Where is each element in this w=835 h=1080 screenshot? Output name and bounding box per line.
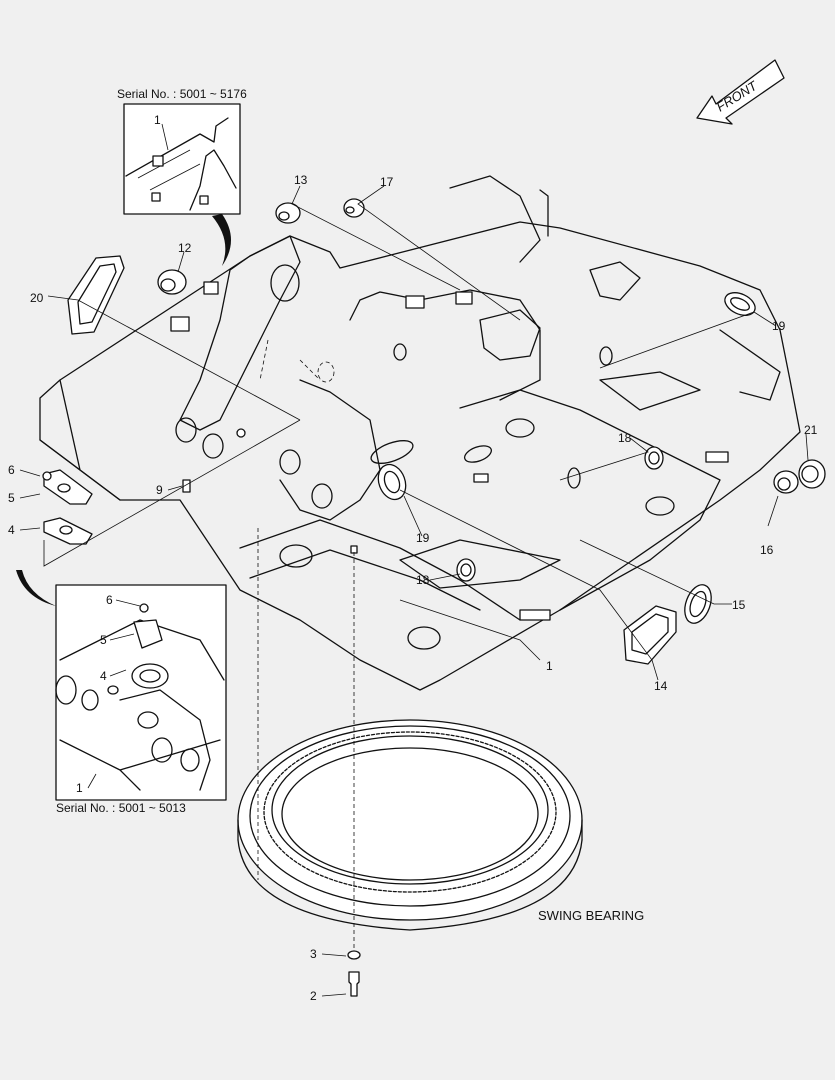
- callout-6-inset: 6: [106, 593, 113, 607]
- callout-15: 15: [732, 598, 746, 612]
- callout-17: 17: [380, 175, 394, 189]
- callout-12: 12: [178, 241, 192, 255]
- callout-6: 6: [8, 463, 15, 477]
- upper-frame: [39, 175, 801, 691]
- callout-1-main: 1: [546, 659, 553, 673]
- inset-top: Serial No. : 5001 ~ 5176 1: [117, 87, 247, 266]
- callout-16: 16: [760, 543, 774, 557]
- callout-18-center: 18: [416, 573, 430, 587]
- callout-19-right: 19: [772, 319, 786, 333]
- swing-bearing-label: SWING BEARING: [538, 908, 644, 923]
- callout-4-inset: 4: [100, 669, 107, 683]
- callout-21: 21: [804, 423, 818, 437]
- callout-18-right: 18: [618, 431, 632, 445]
- callout-5: 5: [8, 491, 15, 505]
- inset-bottom: 1 6 5 4 Serial No. : 5001 ~ 5013: [16, 570, 227, 815]
- callout-3: 3: [310, 947, 317, 961]
- callout-20: 20: [30, 291, 44, 305]
- callout-2: 2: [310, 989, 317, 1003]
- callout-5-inset: 5: [100, 633, 107, 647]
- callout-9: 9: [156, 483, 163, 497]
- callout-14: 14: [654, 679, 668, 693]
- callout-1-inset-top: 1: [154, 113, 161, 127]
- front-arrow: FRONT: [696, 59, 785, 125]
- callout-13: 13: [294, 173, 308, 187]
- bolts: [257, 528, 361, 997]
- seal-parts: [42, 198, 826, 665]
- swing-bearing: SWING BEARING: [237, 719, 644, 931]
- callout-19-center: 19: [416, 531, 430, 545]
- leader-lines: [19, 185, 809, 997]
- callout-1-inset-bottom: 1: [76, 781, 83, 795]
- callout-labels: 20 12 13 17 19 21 18 16 15 14 19 18 1 6 …: [8, 173, 818, 1003]
- serial-bottom-label: Serial No. : 5001 ~ 5013: [56, 801, 186, 815]
- callout-4: 4: [8, 523, 15, 537]
- serial-top-label: Serial No. : 5001 ~ 5176: [117, 87, 247, 101]
